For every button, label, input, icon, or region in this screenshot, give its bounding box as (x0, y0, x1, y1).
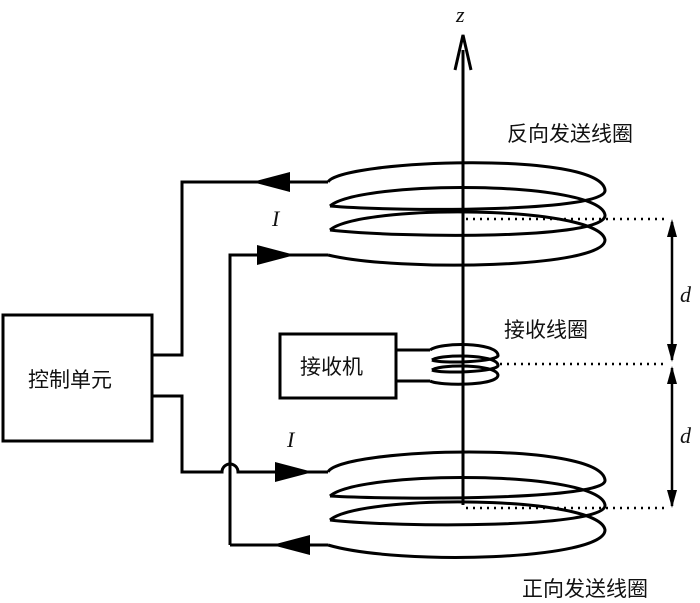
forward-coil-label: 正向发送线圈 (522, 577, 648, 601)
reverse-coil-label: 反向发送线圈 (507, 122, 633, 146)
distance-label-upper: d (680, 282, 692, 307)
current-arrow-left-icon (272, 535, 310, 555)
distance-label-lower: d (680, 423, 692, 448)
dimension-arrow-icon (667, 490, 677, 508)
z-axis-arrow-icon (453, 34, 473, 71)
forward-transmit-coil (326, 450, 607, 559)
dimension-arrow-icon (667, 366, 677, 384)
z-axis-label: z (455, 2, 465, 27)
receiver-box (278, 332, 398, 400)
current-label-bottom: I (286, 427, 296, 452)
current-label-top: I (271, 206, 281, 231)
current-arrow-left-icon (252, 172, 290, 192)
receive-coil-label: 接收线圈 (504, 318, 588, 342)
wire-reverse-feed (228, 253, 328, 545)
reverse-transmit-coil (326, 161, 607, 267)
dimension-arrow-icon (667, 219, 677, 237)
control-unit-box (1, 313, 154, 443)
dimension-arrow-icon (667, 344, 677, 362)
receive-coil (429, 343, 500, 386)
receiver-label: 接收机 (300, 355, 363, 379)
current-arrow-right-icon (257, 245, 295, 265)
control-unit-label: 控制单元 (28, 368, 112, 392)
current-arrow-right-icon (275, 462, 313, 482)
wire-reverse-return (152, 180, 328, 357)
wire-forward-feed (152, 394, 328, 474)
